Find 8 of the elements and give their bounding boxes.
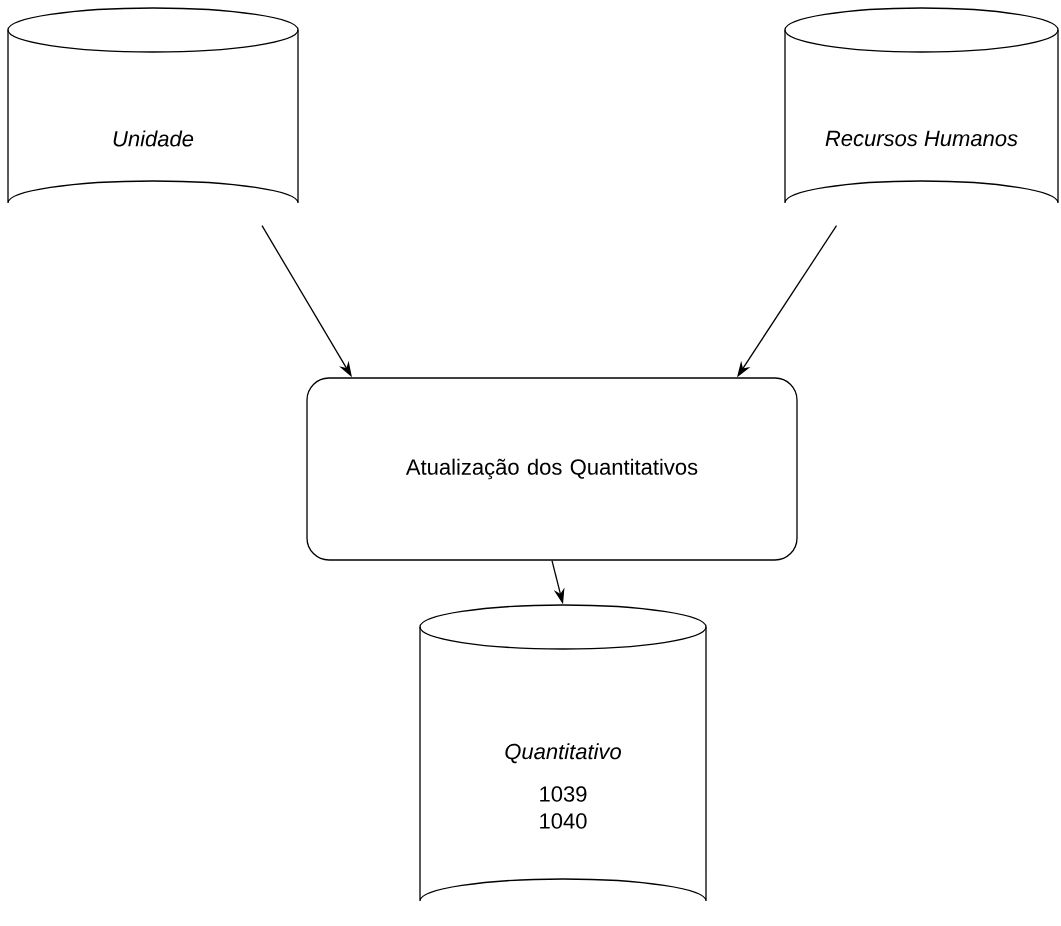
database-cylinder: Quantitativo 1039 1040 bbox=[419, 604, 707, 902]
node-label: Recursos Humanos bbox=[825, 130, 1018, 147]
node-label: Unidade bbox=[113, 130, 194, 147]
database-cylinder: Recursos Humanos bbox=[784, 7, 1059, 204]
node-label: Quantitativo bbox=[505, 743, 621, 764]
process-box: Atualização dos Quantitativos bbox=[306, 377, 798, 561]
database-cylinder: Unidade bbox=[7, 7, 299, 204]
node-label: 1039 1040 bbox=[540, 786, 587, 829]
